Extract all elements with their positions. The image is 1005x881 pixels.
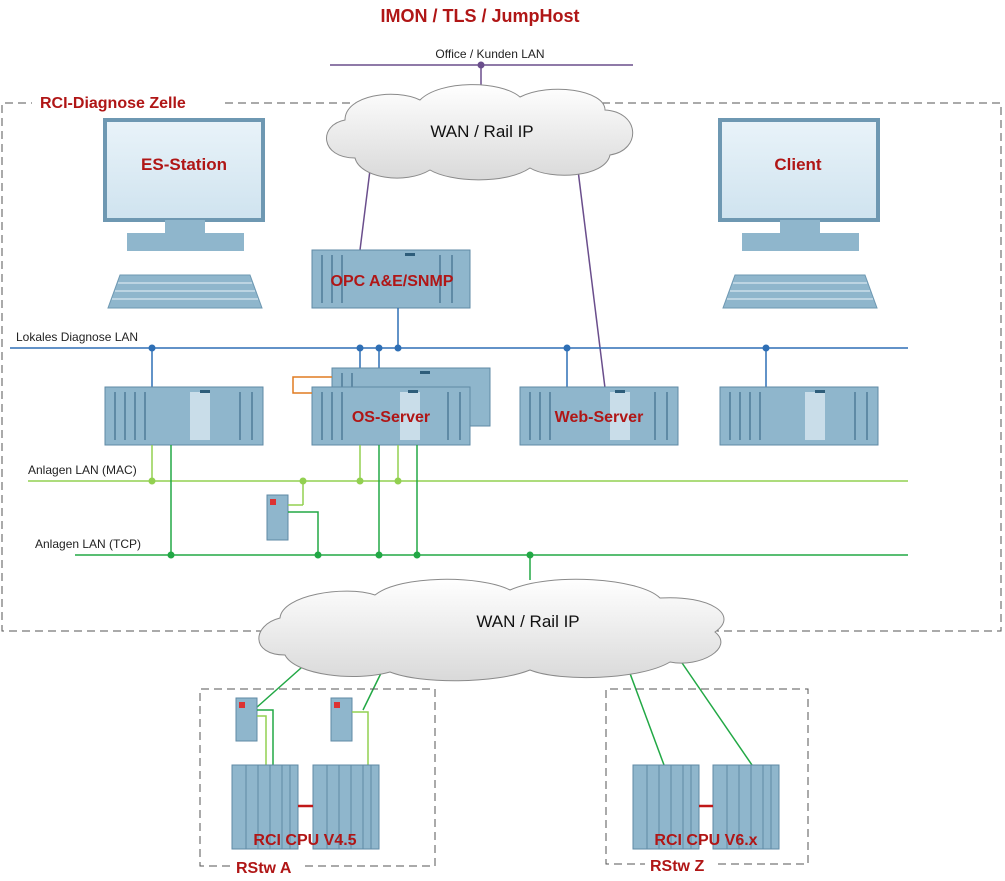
os-server-label: OS-Server <box>352 409 430 426</box>
rstw-z-label: RStw Z <box>650 858 704 875</box>
es-station-label: ES-Station <box>141 155 227 174</box>
client-label: Client <box>774 155 822 174</box>
link-cloud-web <box>577 169 606 389</box>
bottom-cloud-label: WAN / Rail IP <box>476 612 579 631</box>
bottom-cloud: WAN / Rail IP <box>258 578 725 682</box>
es-station-server <box>104 386 264 446</box>
anlagen-mac-lan: Anlagen LAN (MAC) <box>28 445 908 485</box>
rstw-a-switch-1 <box>235 697 274 765</box>
cell-zone: RCI-Diagnose Zelle <box>1 95 1002 632</box>
local-diag-lan-label: Lokales Diagnose LAN <box>16 330 138 344</box>
cpu-a-label: RCI CPU V4.5 <box>253 832 356 849</box>
rstw-a-switch-2 <box>330 697 369 765</box>
opc-server: OPC A&E/SNMP <box>311 249 471 309</box>
cpu-z-label: RCI CPU V6.x <box>654 832 757 849</box>
web-server-label: Web-Server <box>555 409 644 426</box>
office-lan-label: Office / Kunden LAN <box>435 47 544 61</box>
rstw-z-cpu-1 <box>632 764 700 850</box>
opc-label: OPC A&E/SNMP <box>331 273 454 290</box>
rstw-a-zone: RStw A <box>199 688 436 877</box>
local-diag-lan: Lokales Diagnose LAN <box>10 330 908 387</box>
link-cloud-opc <box>359 169 371 251</box>
es-station: ES-Station <box>103 118 265 309</box>
os-redundancy-link <box>292 376 332 394</box>
client-server <box>719 386 879 446</box>
web-server: Web-Server <box>519 386 679 446</box>
office-lan: Office / Kunden LAN <box>330 47 633 90</box>
cell-zone-label: RCI-Diagnose Zelle <box>40 95 186 112</box>
os-server: OS-Server <box>311 367 491 446</box>
rstw-z-cpu-2 <box>712 764 780 850</box>
top-cloud-label: WAN / Rail IP <box>430 122 533 141</box>
rstw-z-zone: RStw Z <box>605 688 809 875</box>
cell-switch <box>266 481 319 555</box>
anlagen-tcp-lan: Anlagen LAN (TCP) <box>35 445 908 580</box>
anlagen-tcp-label: Anlagen LAN (TCP) <box>35 537 141 551</box>
top-cloud: WAN / Rail IP <box>326 84 634 181</box>
diagram-title: IMON / TLS / JumpHost <box>380 6 579 26</box>
rstw-a-label: RStw A <box>236 860 292 877</box>
rstw-a-cpu-1 <box>231 764 299 850</box>
anlagen-mac-label: Anlagen LAN (MAC) <box>28 463 137 477</box>
client-station: Client <box>718 118 880 309</box>
